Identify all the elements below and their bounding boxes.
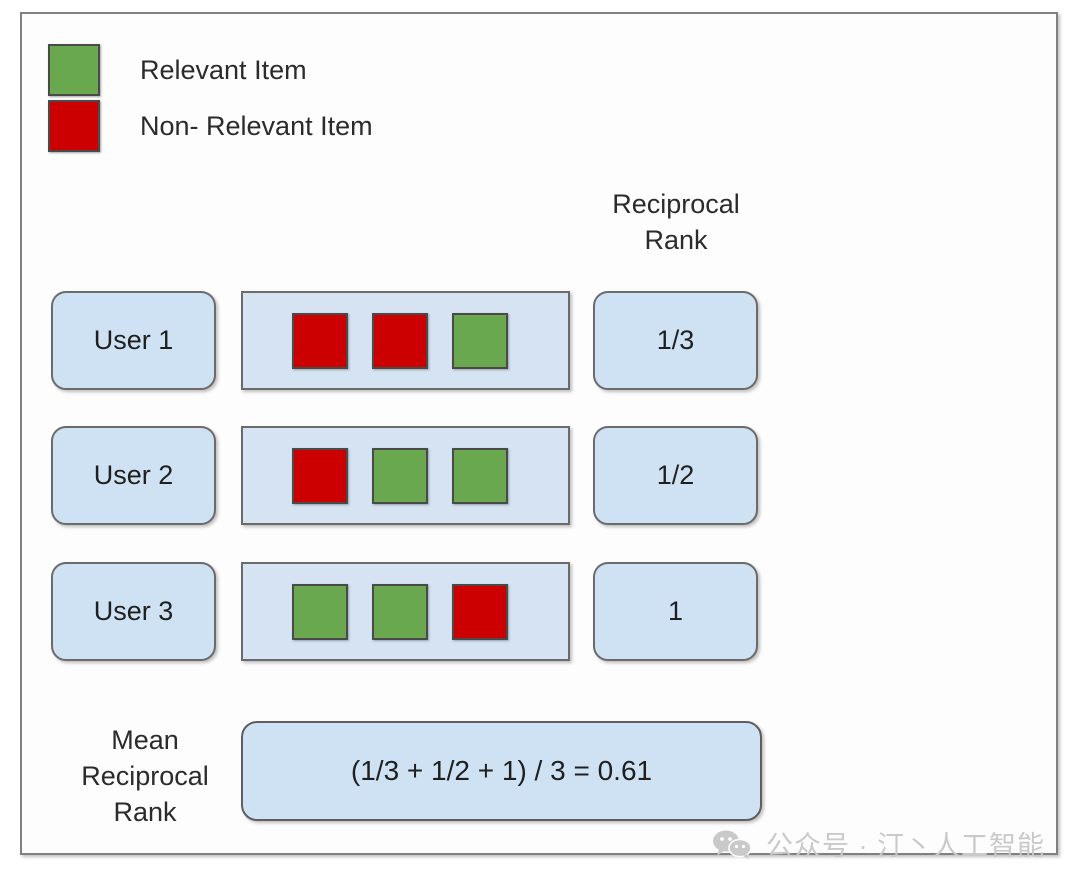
reciprocal-rank-value-1: 1/3 (593, 291, 758, 390)
user-box-3: User 3 (51, 562, 216, 661)
mean-reciprocal-rank-formula: (1/3 + 1/2 + 1) / 3 = 0.61 (241, 721, 762, 821)
user-box-2: User 2 (51, 426, 216, 525)
user-box-1: User 1 (51, 291, 216, 390)
item-square-relevant (372, 583, 428, 640)
item-square-relevant (372, 447, 428, 504)
relevant-item-swatch-icon (48, 44, 100, 96)
diagram-frame: Relevant Item Non- Relevant Item Recipro… (20, 12, 1058, 861)
non-relevant-item-swatch-icon (48, 100, 100, 152)
reciprocal-rank-header-line2: Rank (644, 225, 708, 255)
watermark-text: 公众号 · 汀丶人工智能 (766, 831, 1045, 861)
item-square-relevant (452, 447, 508, 504)
watermark: 公众号 · 汀丶人工智能 (712, 824, 1045, 863)
reciprocal-rank-header-line1: Reciprocal (612, 189, 740, 219)
reciprocal-rank-value-3: 1 (593, 562, 758, 661)
item-square-relevant (292, 583, 348, 640)
legend: Relevant Item Non- Relevant Item (48, 42, 373, 154)
item-square-non-relevant (292, 447, 348, 504)
reciprocal-rank-column-header: Reciprocal Rank (593, 186, 759, 258)
mean-reciprocal-rank-label: Mean Reciprocal Rank (60, 722, 230, 830)
mrr-label-line1: Mean (111, 725, 179, 755)
item-square-non-relevant (452, 583, 508, 640)
mrr-label-line3: Rank (113, 797, 177, 827)
reciprocal-rank-value-2: 1/2 (593, 426, 758, 525)
legend-row-non-relevant: Non- Relevant Item (48, 98, 373, 154)
items-panel-1 (241, 291, 570, 390)
wechat-icon (712, 829, 752, 859)
legend-label-relevant: Relevant Item (140, 54, 307, 85)
mrr-label-line2: Reciprocal (81, 761, 209, 791)
legend-row-relevant: Relevant Item (48, 42, 373, 98)
items-panel-3 (241, 562, 570, 661)
item-square-relevant (452, 312, 508, 369)
legend-label-non-relevant: Non- Relevant Item (140, 110, 373, 141)
item-square-non-relevant (292, 312, 348, 369)
item-square-non-relevant (372, 312, 428, 369)
items-panel-2 (241, 426, 570, 525)
